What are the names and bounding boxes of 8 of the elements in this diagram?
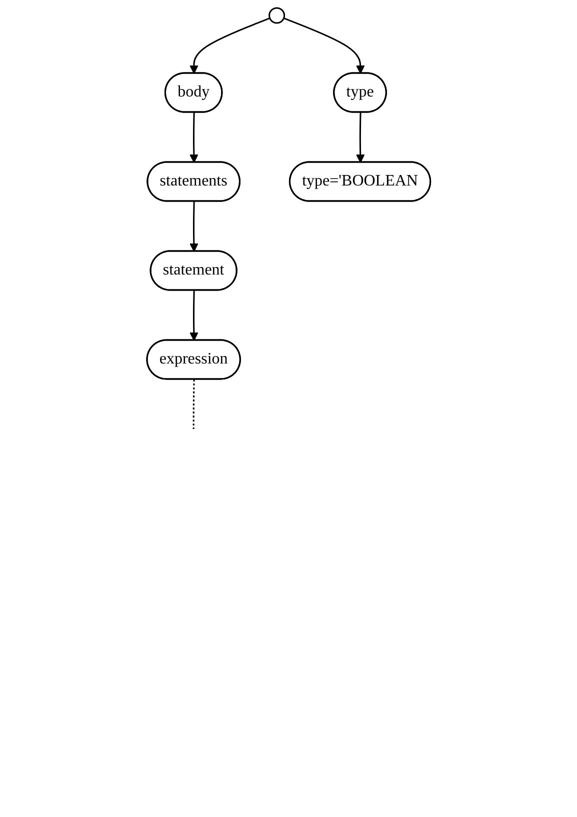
connector — [192, 379, 195, 429]
arrow — [189, 18, 270, 74]
node-circle — [268, 7, 285, 24]
arrow — [283, 18, 365, 74]
arrow — [189, 112, 198, 163]
arrow — [189, 290, 198, 341]
arrow — [356, 112, 365, 163]
arrow — [189, 201, 198, 252]
